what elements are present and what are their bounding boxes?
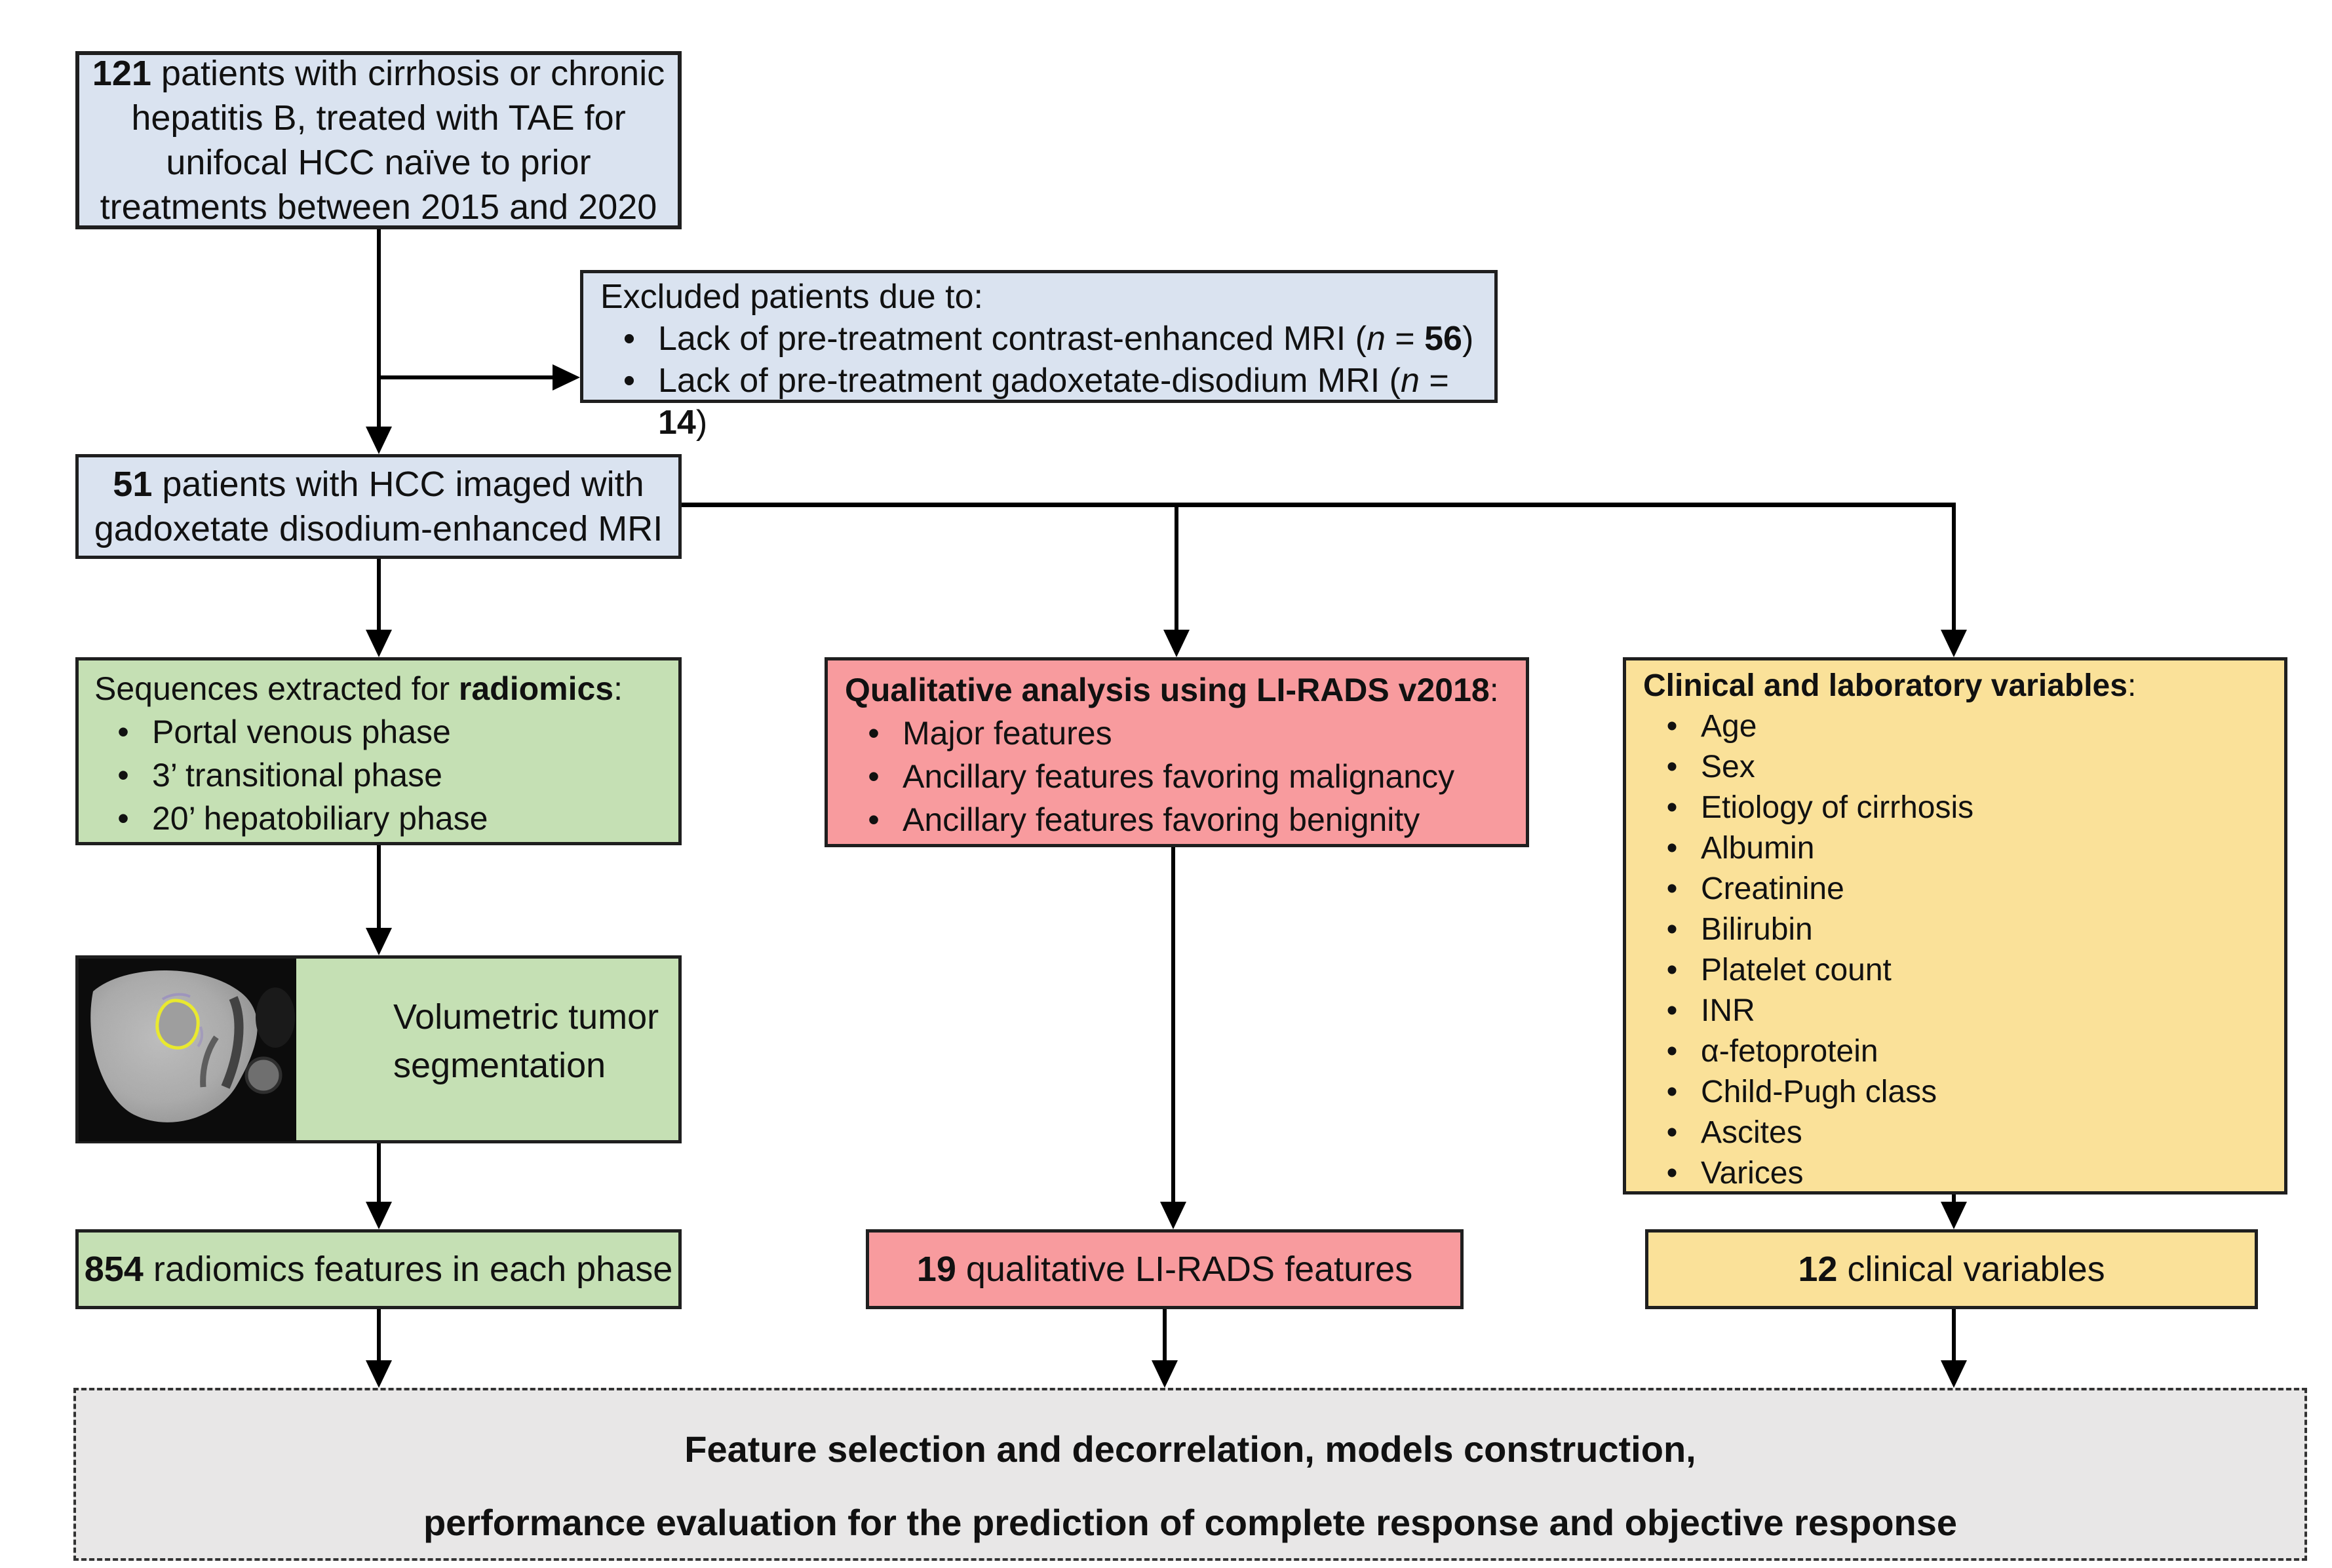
clinical-title: Clinical and laboratory variables: [1643,668,2137,703]
clinical-bullet-1: •Age [1643,706,2267,747]
lirads-bullet-2: •Ancillary features favoring malignancy [845,755,1509,798]
arrowhead-19-into-final [1152,1360,1178,1388]
bullet-icon: • [117,757,129,794]
arrowhead-12-into-final [1941,1360,1967,1388]
clinical-bullet-12: •Varices [1643,1153,2267,1194]
sequences-bullet-3: •20’ hepatobiliary phase [94,797,663,840]
arrowhead-into-excluded [553,364,580,391]
clinical-bullet-2: •Sex [1643,747,2267,788]
arrowhead-into-clinical [1941,630,1967,657]
lirads-bullet-3: •Ancillary features favoring benignity [845,798,1509,841]
bullet-icon: • [868,758,880,795]
arrowhead-into-segmentation [366,928,392,955]
connector-sequences-to-segmentation [377,845,381,930]
clinical-bullet-11: •Ascites [1643,1113,2267,1153]
connector-imaged-horizontal [682,503,1956,507]
box-segmentation: Volumetric tumor segmentation [75,955,682,1143]
arrowhead-into-12 [1941,1202,1967,1229]
bullet-icon: • [1666,953,1678,987]
bullet-icon: • [1666,912,1678,947]
cohort-line-4: treatments between 2015 and 2020 [100,187,657,227]
clinical-bullet-5: •Creatinine [1643,869,2267,909]
cohort-line-1: 121 patients with cirrhosis or chronic [92,54,665,93]
bullet-icon: • [117,714,129,750]
box-final-analysis: Feature selection and decorrelation, mod… [73,1388,2307,1561]
sequences-bullet-1: •Portal venous phase [94,710,663,754]
connector-branch-to-excluded [377,375,553,379]
connector-854-to-final [377,1309,381,1363]
sequences-title: Sequences extracted for radiomics: [94,670,623,707]
bullet-icon: • [1666,1075,1678,1109]
clinical-bullet-7: •Platelet count [1643,950,2267,991]
mri-thumbnail [79,959,296,1145]
final-line-2: performance evaluation for the predictio… [423,1502,1958,1543]
connector-cohort-to-imaged [377,229,381,431]
sequences-bullet-2: •3’ transitional phase [94,754,663,797]
bullet-icon: • [1666,1034,1678,1069]
bullet-icon: • [1666,709,1678,744]
connector-lirads-to-19 [1171,847,1175,1204]
box-cohort-121: 121 patients with cirrhosis or chronic h… [75,51,682,229]
connector-segmentation-to-854 [377,1143,381,1204]
arrowhead-854-into-final [366,1360,392,1388]
excluded-bullet-2: • Lack of pre-treatment gadoxetate-disod… [600,360,1477,444]
final-line-1: Feature selection and decorrelation, mod… [684,1428,1696,1470]
box-19-features: 19 qualitative LI-RADS features [866,1229,1464,1309]
bullet-icon: • [1666,790,1678,825]
cohort-line-3: unifocal HCC naïve to prior [166,143,591,182]
imaged-line-2: gadoxetate disodium-enhanced MRI [94,509,663,548]
box-excluded: Excluded patients due to: • Lack of pre-… [580,270,1498,442]
box-12-variables: 12 clinical variables [1645,1229,2258,1309]
box-clinical-variables: Clinical and laboratory variables: •Age … [1623,657,2287,1195]
bullet-icon: • [117,800,129,837]
box-imaged-51: 51 patients with HCC imaged with gadoxet… [75,454,682,559]
arrowhead-into-854 [366,1202,392,1229]
bullet-icon: • [1666,1115,1678,1150]
bullet-icon: • [623,320,636,358]
connector-19-to-final [1163,1309,1167,1363]
imaged-line-1: 51 patients with HCC imaged with [113,465,644,504]
arrowhead-into-19 [1160,1202,1186,1229]
bullet-icon: • [1666,993,1678,1028]
arrowhead-into-lirads [1163,630,1190,657]
bullet-icon: • [1666,1156,1678,1191]
connector-down-to-clinical [1952,503,1956,632]
connector-down-to-lirads [1175,503,1178,632]
segmentation-label: Volumetric tumor segmentation [393,997,659,1085]
connector-clinical-to-12 [1952,1195,1956,1205]
box-lirads: Qualitative analysis using LI-RADS v2018… [825,657,1529,847]
clinical-bullet-9: •α-fetoprotein [1643,1031,2267,1072]
bullet-icon: • [1666,750,1678,784]
connector-imaged-to-sequences [377,559,381,632]
clinical-bullet-3: •Etiology of cirrhosis [1643,788,2267,828]
clinical-bullet-6: •Bilirubin [1643,909,2267,950]
clinical-bullet-10: •Child-Pugh class [1643,1072,2267,1113]
arrowhead-into-imaged [366,427,392,454]
cohort-line-2: hepatitis B, treated with TAE for [131,98,626,138]
excluded-bullet-1: • Lack of pre-treatment contrast-enhance… [600,318,1477,360]
lirads-title: Qualitative analysis using LI-RADS v2018… [845,672,1499,708]
box-sequences: Sequences extracted for radiomics: •Port… [75,657,682,845]
box-854-features: 854 radiomics features in each phase [75,1229,682,1309]
clinical-bullet-4: •Albumin [1643,828,2267,869]
bullet-icon: • [868,801,880,838]
connector-12-to-final [1952,1309,1956,1363]
bullet-icon: • [868,715,880,752]
bullet-icon: • [1666,871,1678,906]
bullet-icon: • [623,362,636,400]
bullet-icon: • [1666,831,1678,866]
lirads-bullet-1: •Major features [845,712,1509,755]
arrowhead-into-sequences [366,630,392,657]
clinical-bullet-8: •INR [1643,991,2267,1031]
excluded-title: Excluded patients due to: [600,278,983,316]
